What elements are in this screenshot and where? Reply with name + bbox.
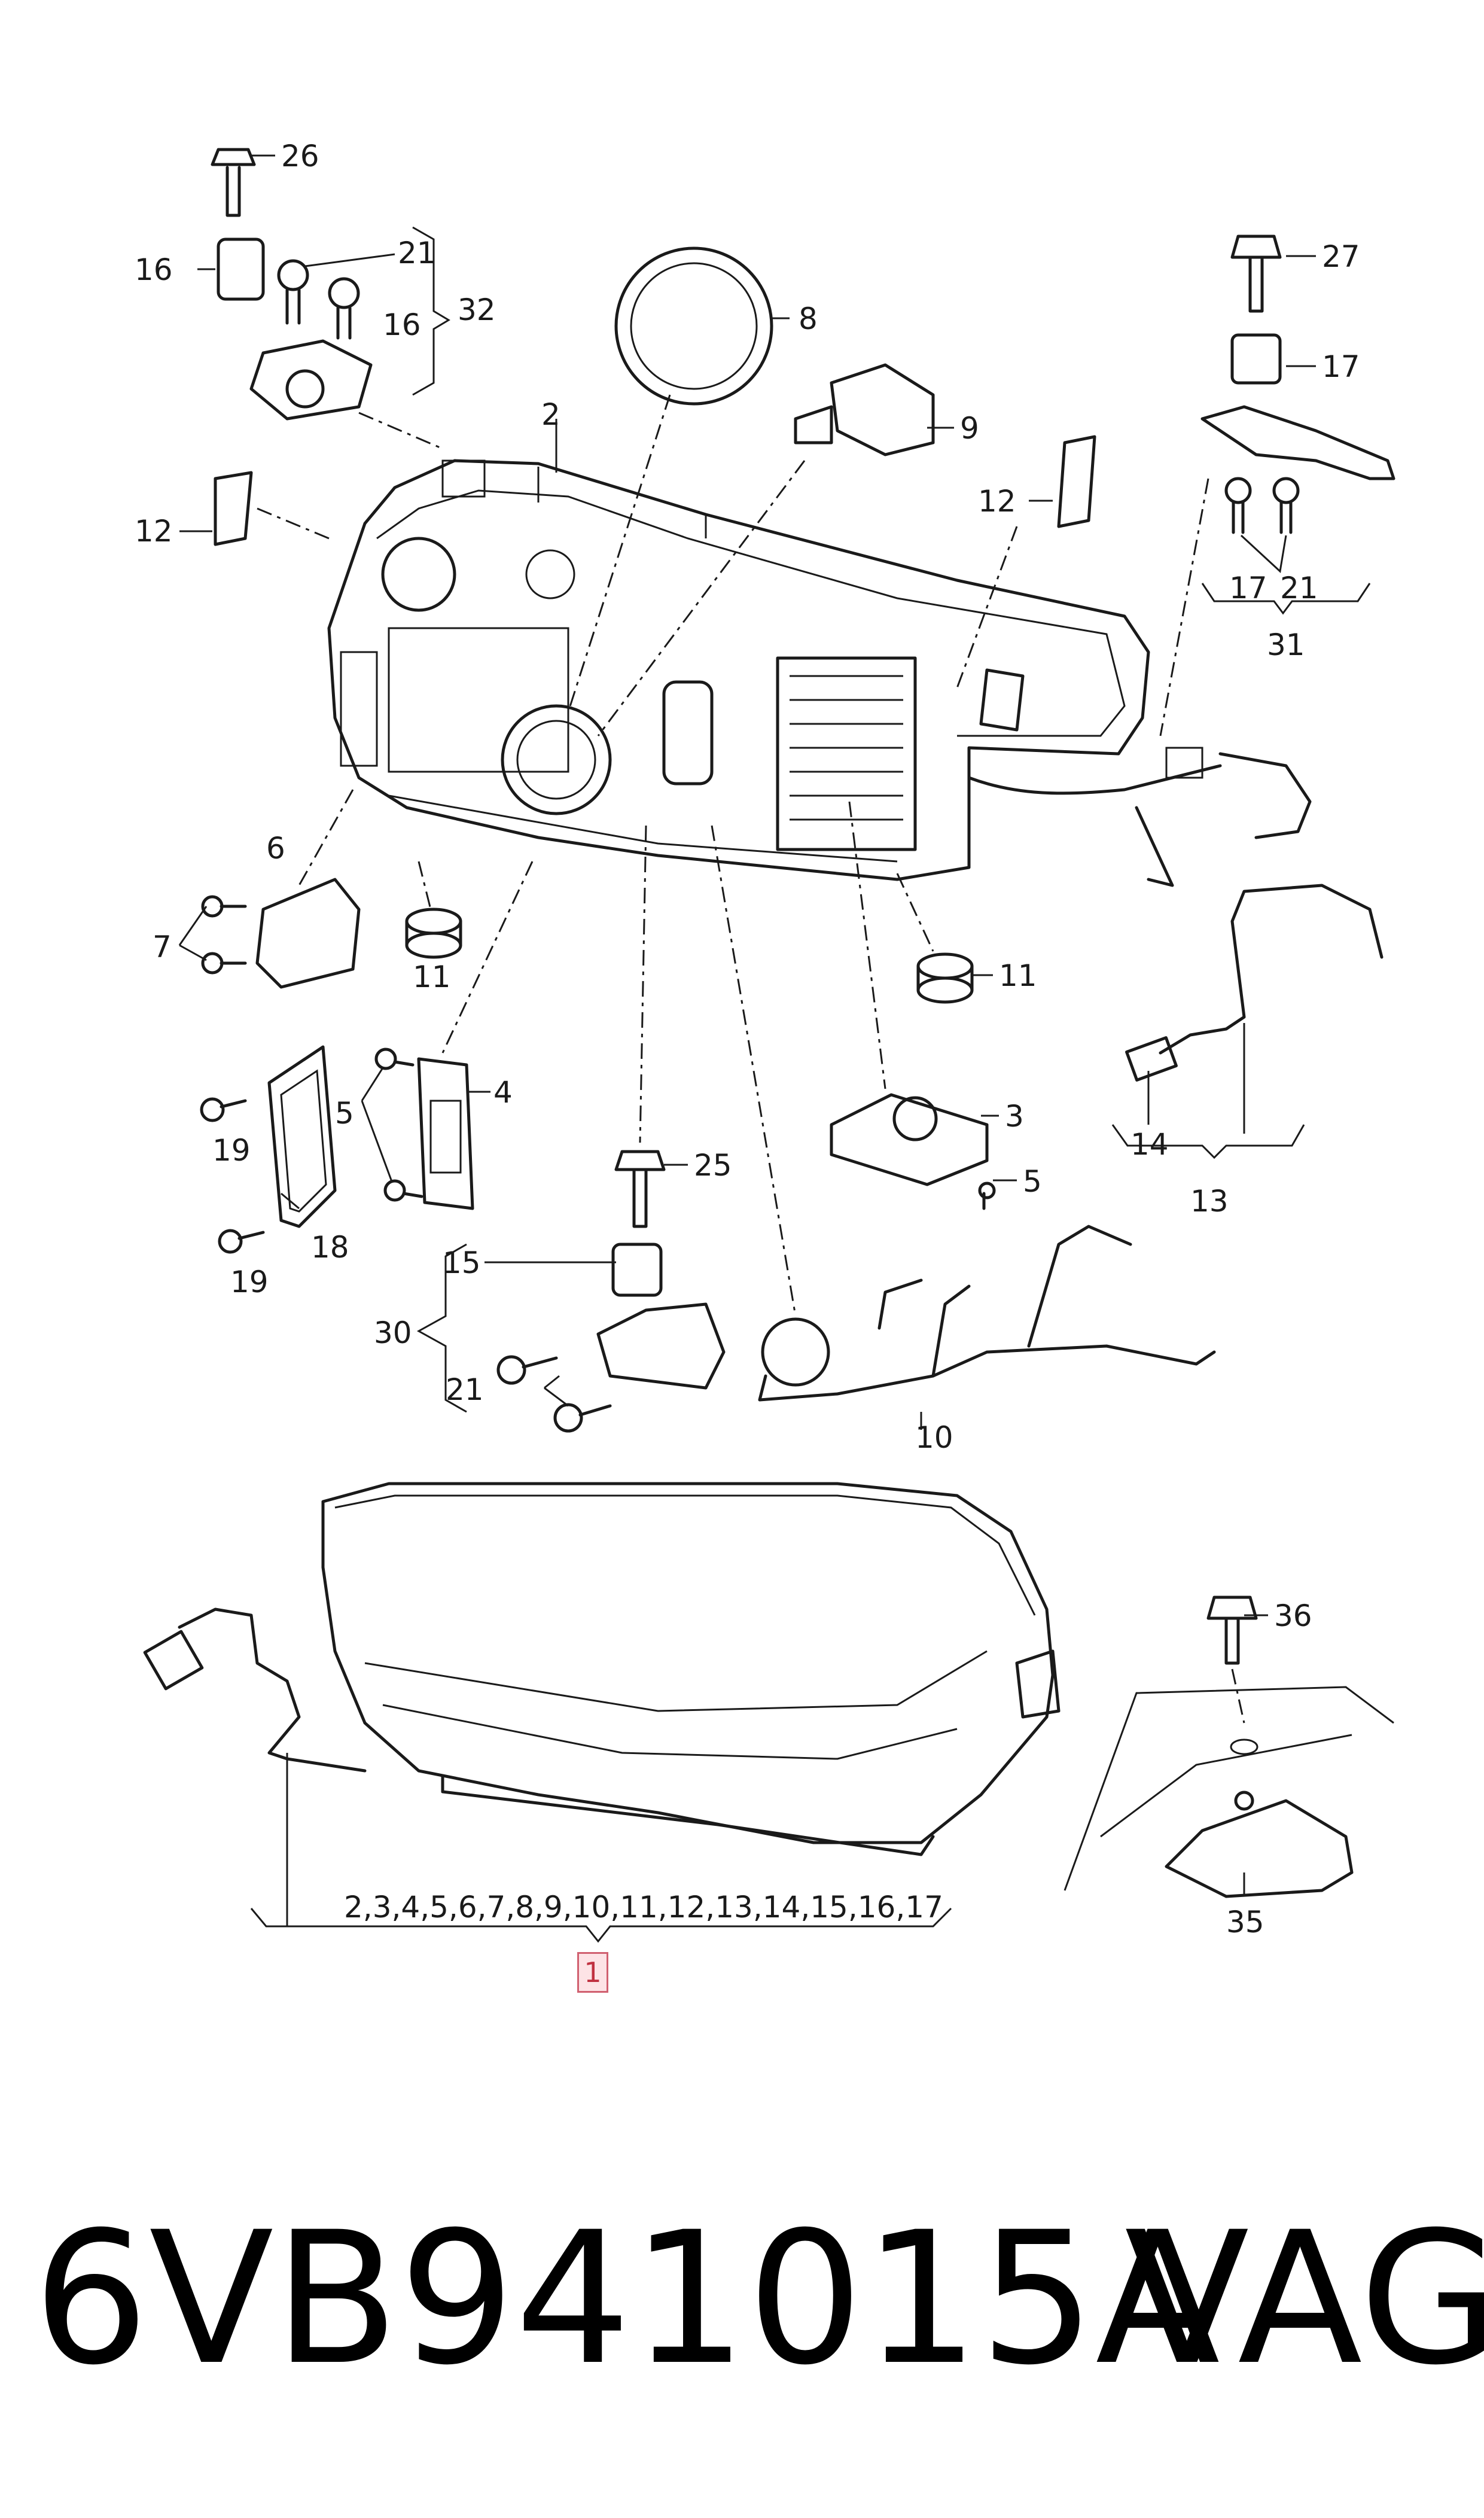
- callout-21a: 21: [398, 236, 436, 270]
- callout-19b: 19: [230, 1265, 269, 1299]
- callout-6: 6: [266, 831, 285, 866]
- callout-13: 13: [1190, 1184, 1229, 1219]
- callout-12a: 12: [135, 514, 173, 549]
- callout-35: 35: [1226, 1905, 1264, 1940]
- callout-17b: 17: [1229, 571, 1267, 605]
- brand-name: VAG: [1125, 2193, 1484, 2405]
- alignment-lines: [257, 394, 1245, 1724]
- callout-2: 2: [541, 397, 560, 432]
- callout-30: 30: [374, 1316, 412, 1350]
- callout-11b: 11: [999, 958, 1037, 993]
- callout-10: 10: [915, 1420, 953, 1455]
- small-parts: [200, 148, 1395, 1433]
- brackets-braces: [250, 226, 1371, 1943]
- callout-36: 36: [1274, 1599, 1312, 1633]
- part-number-title: 6VB941015A: [33, 2193, 1220, 2405]
- mounting-bracket-35: [1064, 1596, 1394, 1898]
- headlight-housing: [327, 459, 1312, 887]
- callout-15: 15: [443, 1246, 481, 1280]
- callout-32: 32: [458, 293, 496, 327]
- main-assembly-callout[interactable]: 1: [577, 1952, 608, 1993]
- callout-5a: 5: [335, 1096, 354, 1131]
- callout-27: 27: [1322, 239, 1360, 274]
- callout-3: 3: [1005, 1099, 1024, 1134]
- callout-4: 4: [493, 1075, 513, 1110]
- callout-17a: 17: [1322, 349, 1360, 384]
- wiring-harness-13: [1125, 884, 1384, 1082]
- callout-labels: 26 16 21 16 32 8 2 9 27 17 12 12 17 21 3…: [135, 139, 1360, 1940]
- callout-25: 25: [694, 1148, 732, 1183]
- leader-lines: [178, 154, 1316, 1926]
- callout-16b: 16: [383, 307, 421, 342]
- callout-11a: 11: [413, 960, 451, 994]
- callout-14: 14: [1130, 1127, 1169, 1162]
- headlight-assembly: [143, 1482, 1061, 1856]
- callout-16a: 16: [135, 252, 173, 287]
- callout-19a: 19: [212, 1133, 251, 1168]
- callout-9: 9: [960, 411, 979, 446]
- callout-31: 31: [1267, 628, 1305, 662]
- callout-7: 7: [153, 930, 172, 964]
- callout-21b: 21: [1280, 571, 1318, 605]
- callout-5b: 5: [1023, 1164, 1042, 1199]
- callout-18: 18: [311, 1230, 349, 1265]
- callout-21c: 21: [446, 1372, 484, 1407]
- callout-26: 26: [281, 139, 319, 173]
- callout-8: 8: [799, 302, 818, 336]
- assembly-items-label: 2,3,4,5,6,7,8,9,10,11,12,13,14,15,16,17: [344, 1890, 943, 1925]
- callout-12b: 12: [978, 484, 1016, 519]
